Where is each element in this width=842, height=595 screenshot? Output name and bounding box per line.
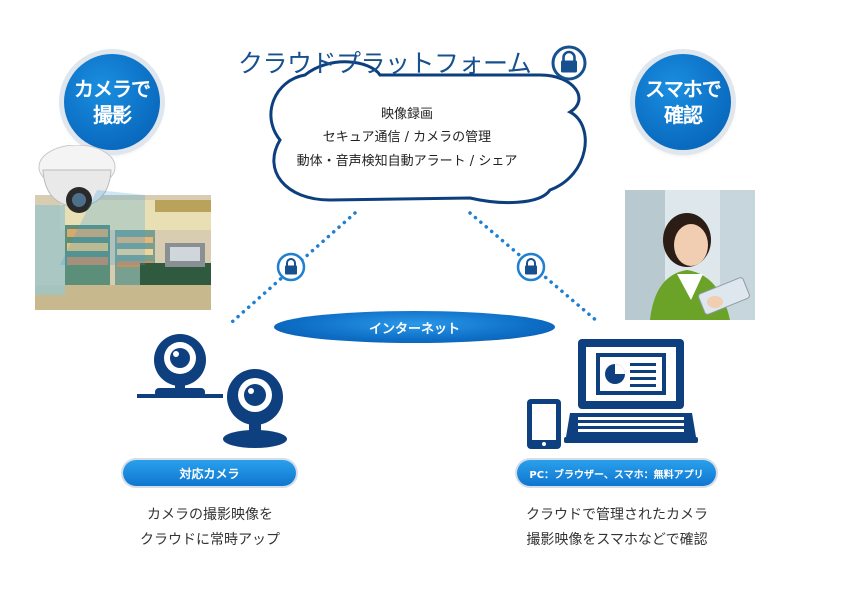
badge-left-line1: カメラで — [74, 77, 151, 101]
lock-icon — [276, 252, 306, 282]
client-apps-label: PC：ブラウザー、スマホ：無料アプリ — [529, 469, 704, 481]
client-apps-pill: PC：ブラウザー、スマホ：無料アプリ — [517, 460, 716, 486]
supported-camera-label: 対応カメラ — [179, 466, 240, 481]
badge-smartphone-check: スマホで 確認 — [635, 54, 731, 150]
dotted-line-left — [230, 211, 357, 324]
right-caption-line2: 撮影映像をスマホなどで確認 — [526, 532, 708, 548]
supported-camera-pill: 対応カメラ — [123, 460, 296, 486]
internet-label: インターネット — [368, 321, 460, 337]
right-caption: クラウドで管理されたカメラ 撮影映像をスマホなどで確認 — [497, 503, 737, 553]
smartphone-icon — [527, 399, 561, 449]
cloud-title: クラウドプラットフォーム — [238, 49, 532, 78]
left-caption: カメラの撮影映像を クラウドに常時アップ — [110, 503, 310, 553]
internet-ellipse: インターネット — [274, 311, 555, 343]
cloud-feature-line-1: 映像録画 — [380, 107, 433, 122]
lock-icon — [516, 252, 546, 282]
right-caption-line1: クラウドで管理されたカメラ — [526, 507, 708, 523]
badge-right-line1: スマホで — [645, 77, 721, 101]
left-caption-line1: カメラの撮影映像を — [147, 507, 273, 523]
laptop-icon — [564, 339, 698, 443]
badge-right-line2: 確認 — [664, 103, 703, 127]
badge-camera-shoot: カメラで 撮影 — [64, 54, 160, 150]
lock-icon — [551, 45, 587, 81]
webcam-icon — [223, 369, 287, 448]
cloud-feature-line-3: 動体・音声検知自動アラート / シェア — [296, 154, 518, 169]
cloud-feature-line-2: セキュア通信 / カメラの管理 — [322, 130, 492, 145]
store-camera-photo — [35, 145, 211, 310]
badge-left-line2: 撮影 — [93, 103, 132, 127]
webcam-icon — [137, 334, 223, 398]
user-tablet-photo — [625, 190, 755, 320]
left-caption-line2: クラウドに常時アップ — [140, 532, 280, 548]
